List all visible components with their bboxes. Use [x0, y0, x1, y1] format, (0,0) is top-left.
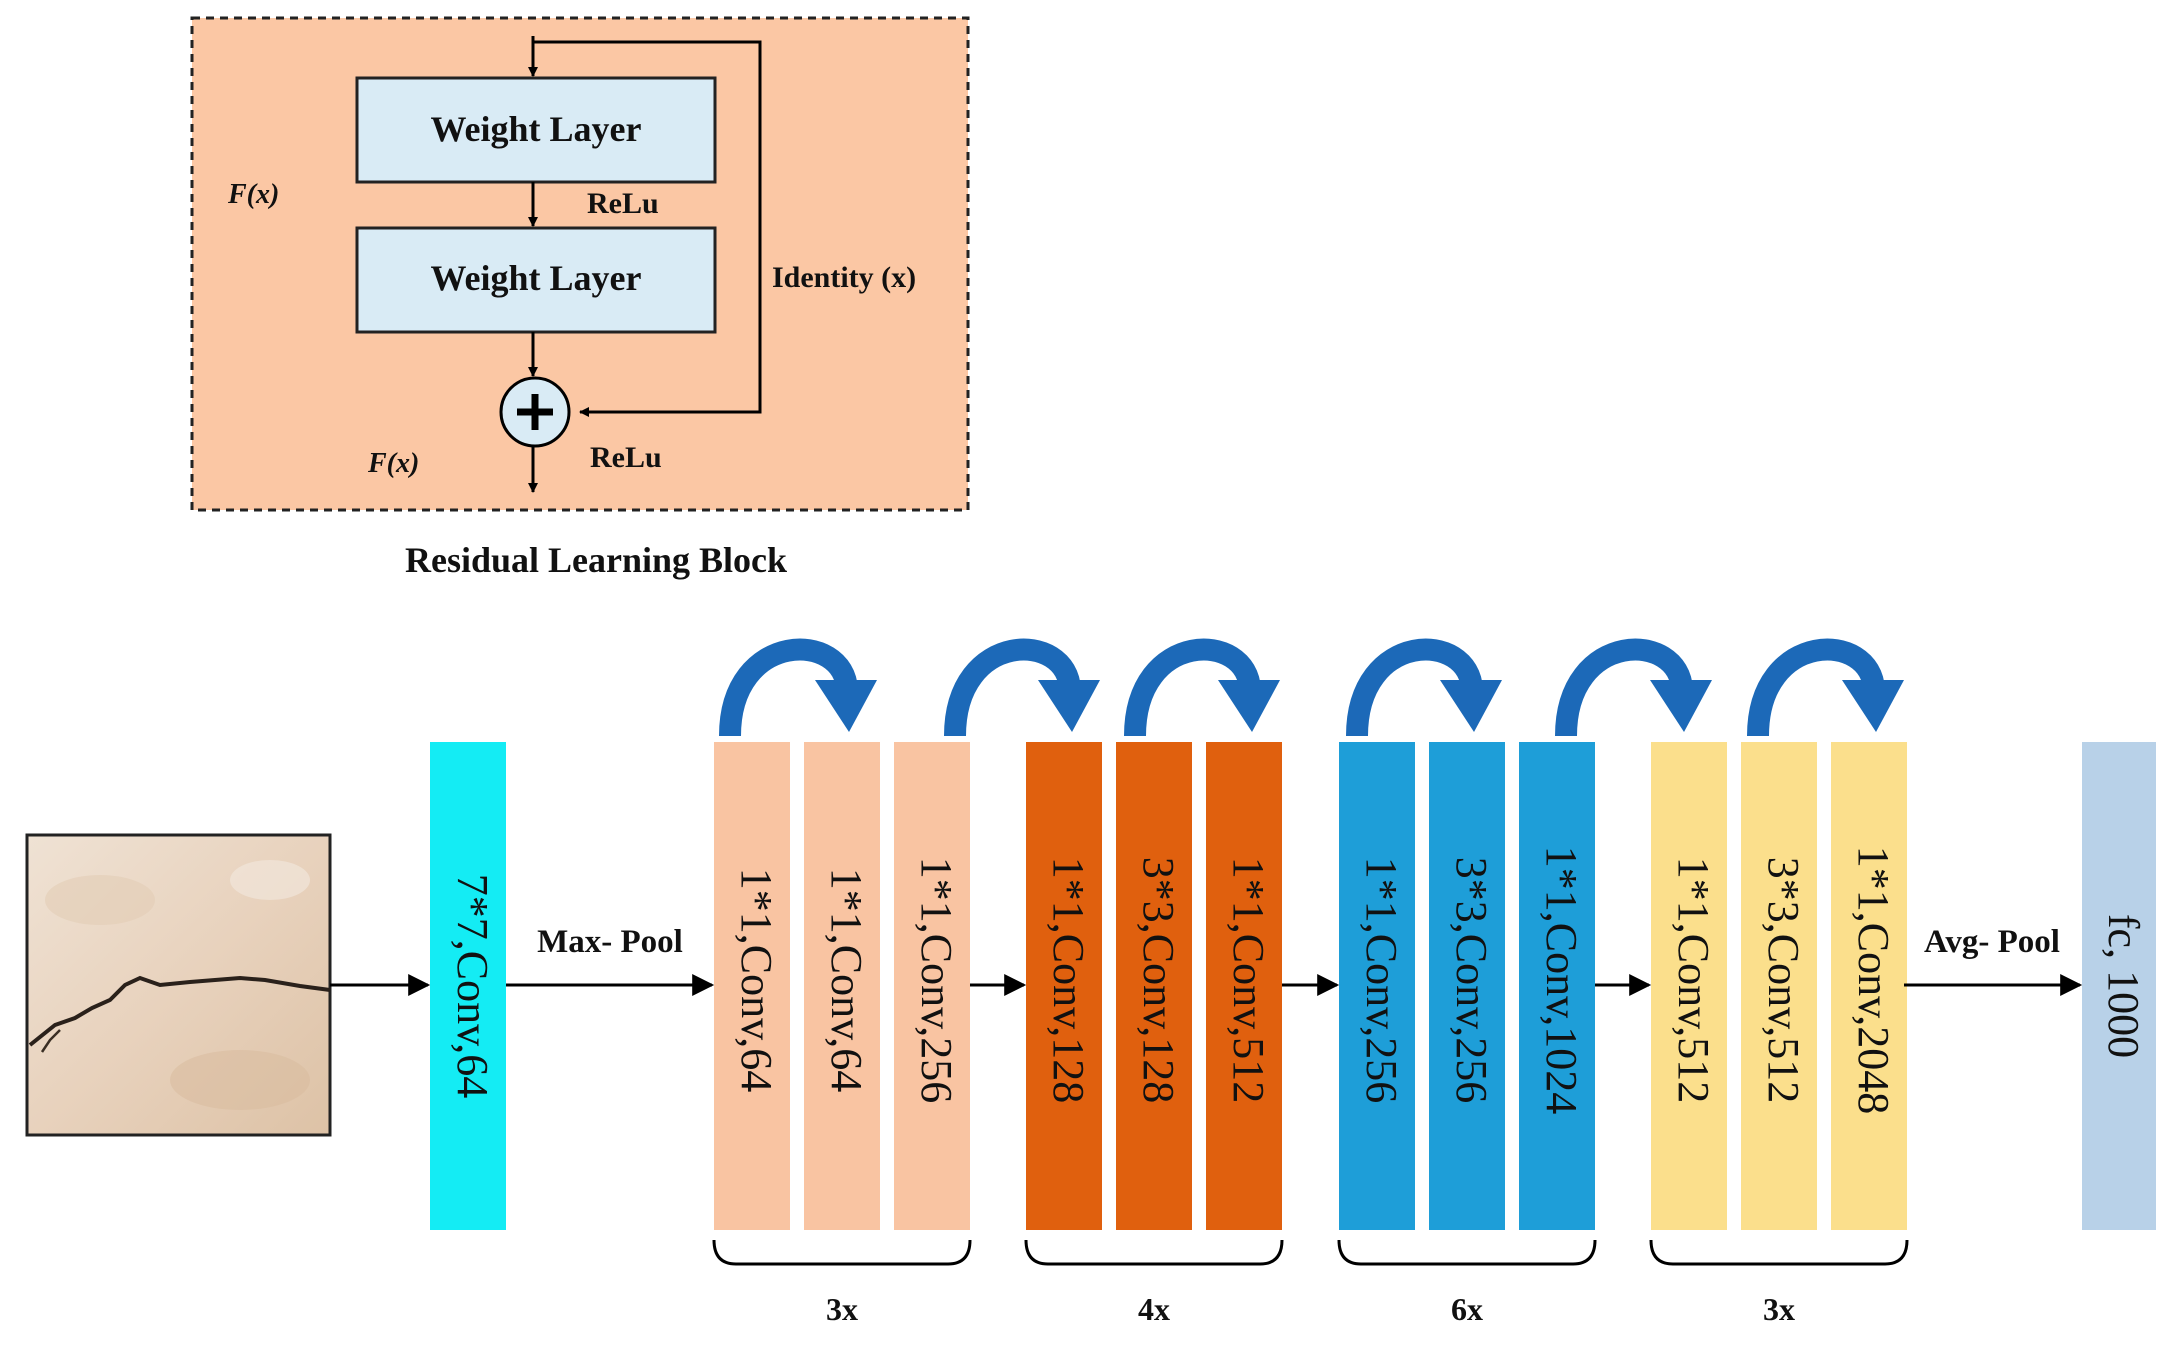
- fx-label-1: F(x): [227, 179, 279, 210]
- stage-4-repeat-label: 3x: [1763, 1291, 1795, 1327]
- fx-label-2: F(x): [367, 448, 419, 479]
- addition-node-icon: [499, 376, 571, 448]
- skip-connection-arrow-2: [944, 638, 1100, 737]
- identity-skip-path: [533, 40, 762, 417]
- stage-2-layer-3: [1206, 742, 1282, 1230]
- stage-4-layer-3: [1831, 742, 1907, 1230]
- stage-1-layer-3-label: 1*1,Conv,256: [912, 857, 961, 1104]
- crack-input-image: [25, 833, 332, 1137]
- stage-2-layer-3-label: 1*1,Conv,512: [1224, 857, 1273, 1104]
- stage-1-layer-2-label: 1*1,Conv,64: [822, 868, 871, 1093]
- fc-layer: [2082, 742, 2156, 1230]
- weight-layer-1-box: [355, 76, 717, 184]
- stage-2-repeat-label: 4x: [1138, 1291, 1170, 1327]
- skip-connection-arrow-6: [1747, 638, 1904, 737]
- stage-4-layer-3-label: 1*1,Conv,2048: [1849, 846, 1898, 1115]
- stage-4-bracket: [1649, 1239, 1909, 1266]
- max-pool-label: Max- Pool: [537, 924, 683, 960]
- stage-3-bracket: [1337, 1239, 1597, 1266]
- stage-1-layer-1: [714, 742, 790, 1230]
- stage-2-layer-1: [1026, 742, 1102, 1230]
- stage-3-layer-2: [1429, 742, 1505, 1230]
- skip-connection-arrow-4: [1346, 638, 1502, 737]
- avg-pool-label: Avg- Pool: [1924, 924, 2060, 960]
- stage-3-layer-1-label: 1*1,Conv,256: [1357, 857, 1406, 1104]
- stage-2-layer-1-label: 1*1,Conv,128: [1044, 857, 1093, 1104]
- identity-label: Identity (x): [772, 261, 916, 294]
- stage-4-layer-1-label: 1*1,Conv,512: [1669, 857, 1718, 1104]
- stage-1-bracket: [712, 1239, 972, 1266]
- skip-connection-arrow-5: [1555, 638, 1712, 737]
- stage-3: 1*1,Conv,256 3*3,Conv,256 1*1,Conv,1024 6x: [1337, 742, 1652, 1327]
- stage-3-layer-3-label: 1*1,Conv,1024: [1537, 846, 1586, 1115]
- stage-2: 1*1,Conv,128 3*3,Conv,128 1*1,Conv,512 4x: [1024, 742, 1340, 1327]
- stage-1-layer-3: [894, 742, 970, 1230]
- residual-block-caption: Residual Learning Block: [405, 540, 787, 580]
- residual-learning-block: Weight Layer Weight Layer ReLu ReLu F(x)…: [190, 16, 970, 512]
- stage-1-repeat-label: 3x: [826, 1291, 858, 1327]
- stage-4-layer-2-label: 3*3,Conv,512: [1759, 857, 1808, 1104]
- stage-2-bracket: [1024, 1239, 1284, 1266]
- stage-2-layer-2-label: 3*3,Conv,128: [1134, 857, 1183, 1104]
- stage-1: 1*1,Conv,64 1*1,Conv,64 1*1,Conv,256 3x: [712, 742, 1027, 1327]
- relu-label-2: ReLu: [590, 441, 662, 474]
- stage-1-layer-1-label: 1*1,Conv,64: [732, 868, 781, 1093]
- stage-2-layer-2: [1116, 742, 1192, 1230]
- stage-3-layer-2-label: 3*3,Conv,256: [1447, 857, 1496, 1104]
- skip-connection-arrow-3: [1124, 638, 1280, 737]
- weight-layer-2-box: [355, 226, 717, 334]
- relu-label-1: ReLu: [587, 187, 659, 220]
- stage-3-repeat-label: 6x: [1451, 1291, 1483, 1327]
- skip-connection-arrow-1: [719, 638, 877, 737]
- stage-1-layer-2: [804, 742, 880, 1230]
- stage-4-layer-1: [1651, 742, 1727, 1230]
- fc-label: fc, 1000: [2099, 914, 2148, 1058]
- stage-3-layer-3: [1519, 742, 1595, 1230]
- weight-layer-1-label: Weight Layer: [431, 109, 642, 149]
- stage-3-layer-1: [1339, 742, 1415, 1230]
- first-conv-label: 7*7,Conv,64: [448, 874, 497, 1099]
- stage-4-layer-2: [1741, 742, 1817, 1230]
- weight-layer-2-label: Weight Layer: [431, 258, 642, 298]
- stage-4: 1*1,Conv,512 3*3,Conv,512 1*1,Conv,2048 3x: [1649, 742, 1909, 1327]
- first-conv-layer: [430, 742, 506, 1230]
